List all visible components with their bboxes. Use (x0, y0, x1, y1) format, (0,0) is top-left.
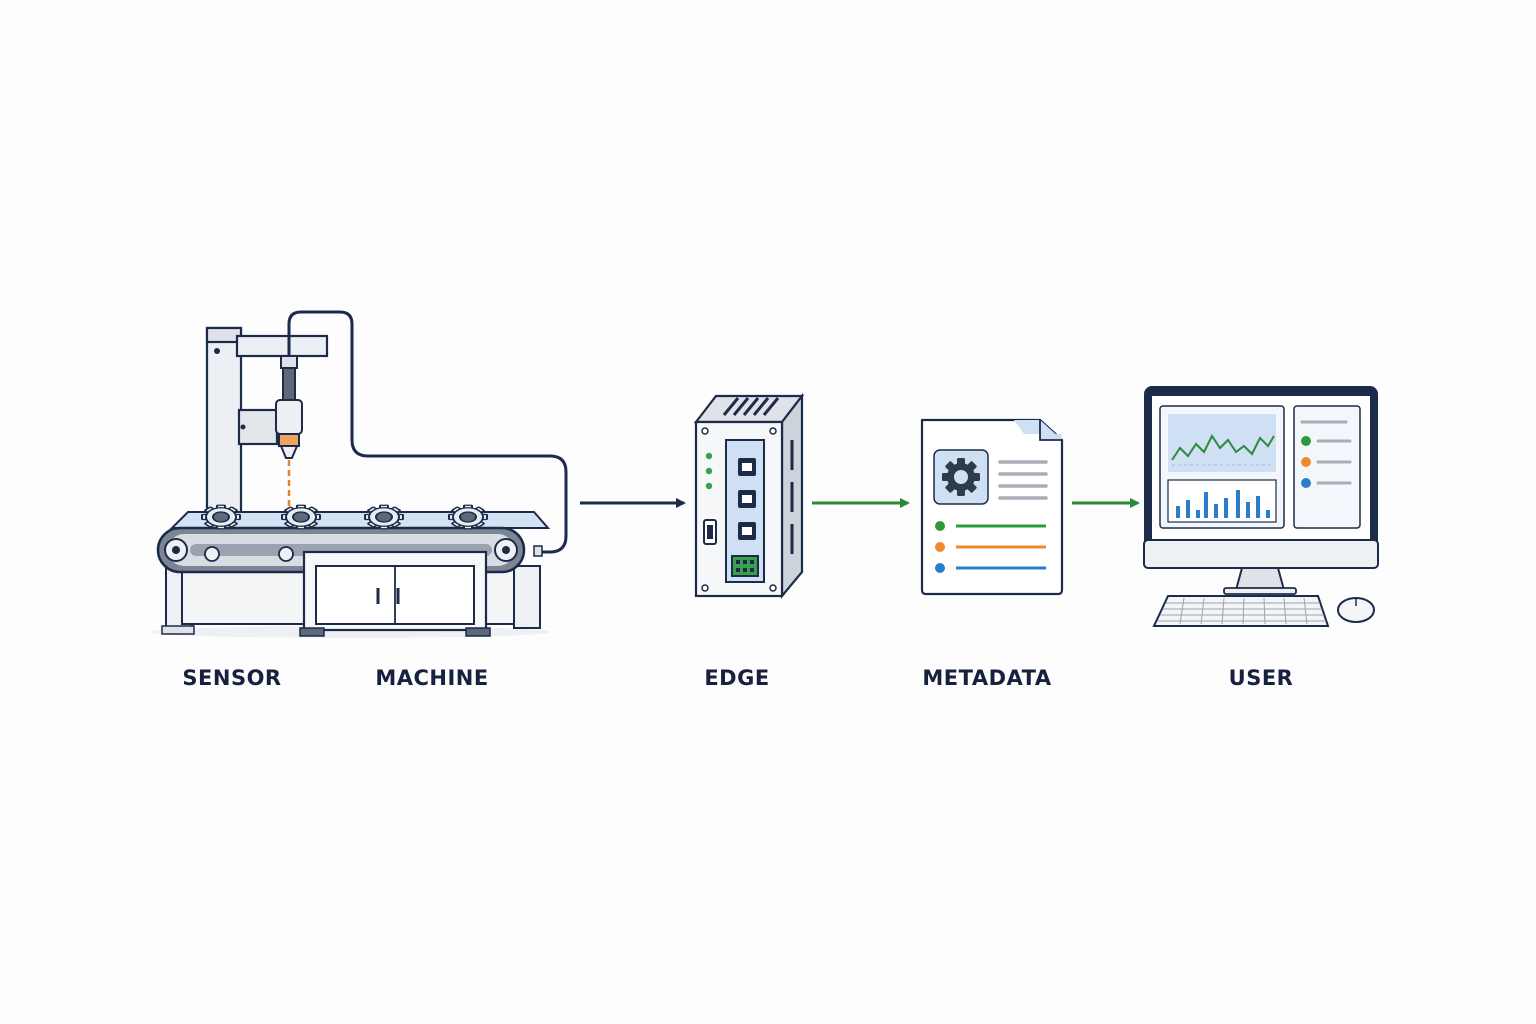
gear-icon (942, 458, 980, 496)
label-sensor: SENSOR (182, 666, 282, 690)
label-metadata: METADATA (922, 666, 1052, 690)
sensor-probe-icon (275, 355, 303, 510)
label-edge: EDGE (704, 666, 770, 690)
label-user: USER (1228, 666, 1294, 690)
edge-gateway-icon (693, 392, 805, 600)
desktop-computer-icon (1143, 386, 1379, 627)
conveyor-machine-icon (150, 310, 568, 638)
label-machine: MACHINE (375, 666, 489, 690)
metadata-document-icon (920, 418, 1064, 596)
